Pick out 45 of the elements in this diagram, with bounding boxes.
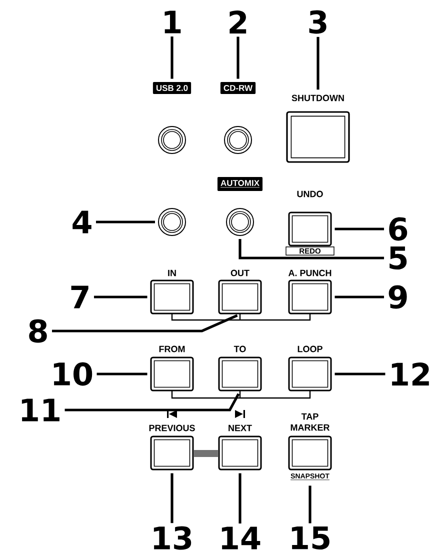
leader-line	[236, 36, 240, 79]
label-plate: AUTOMIX	[217, 176, 263, 191]
callout-number: 5	[390, 246, 407, 270]
label-plate: USB 2.0	[152, 82, 192, 94]
callout-number: 6	[389, 217, 408, 241]
leader-line	[238, 473, 242, 524]
leader-line	[334, 372, 386, 376]
control-label: TAP MARKER	[290, 413, 330, 431]
control-label: SHUTDOWN	[292, 94, 344, 102]
callout-number: 1	[164, 10, 181, 34]
control-label: OUT	[230, 270, 250, 276]
leader-line	[316, 36, 320, 90]
callout-number: 15	[292, 526, 330, 550]
leader-line	[52, 314, 238, 332]
callout-number: 7	[71, 286, 88, 308]
control-label: NEXT	[228, 424, 252, 432]
control-label: FROM	[159, 346, 185, 352]
control-label: IN	[168, 270, 176, 276]
callout-number: 3	[309, 10, 326, 34]
leader-line	[334, 296, 384, 298]
callout-number: 9	[388, 285, 407, 309]
leader-line	[94, 296, 148, 298]
callout-number: 4	[72, 210, 92, 234]
control-label: UNDO	[297, 190, 323, 198]
callout-number: 12	[392, 362, 429, 386]
leader-line	[308, 486, 312, 524]
control-label: LOOP	[298, 346, 322, 352]
leader-line	[170, 36, 174, 79]
callout-number: 11	[22, 398, 60, 422]
callout-number: 13	[154, 526, 192, 550]
leader-line	[238, 239, 384, 260]
callout-number: 14	[222, 526, 260, 550]
jack-socket	[158, 208, 186, 236]
control-label: A. PUNCH	[288, 270, 332, 276]
leader-line	[64, 393, 240, 412]
leader-line	[334, 228, 384, 230]
callout-number: 8	[29, 319, 47, 343]
callout-number: 10	[54, 362, 92, 386]
control-label: PREVIOUS	[149, 424, 195, 432]
control-label: TO	[234, 346, 246, 352]
leader-line	[96, 220, 155, 224]
leader-line	[170, 473, 174, 524]
leader-line	[96, 372, 148, 376]
callout-number: 2	[230, 10, 246, 34]
label-plate: CD-RW	[220, 82, 256, 94]
